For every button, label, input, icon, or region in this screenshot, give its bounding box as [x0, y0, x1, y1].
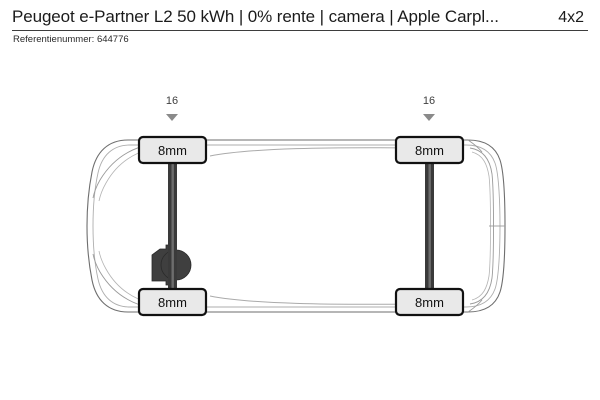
- tyre-badge-front-left[interactable]: 8mm: [137, 135, 208, 165]
- rear-axle-shaft-highlight: [428, 150, 431, 302]
- tyre-badge-rear-left-label: 8mm: [415, 143, 444, 158]
- drivetrain-badge: 4x2: [558, 9, 584, 26]
- bonnet-sweep-top-2: [98, 148, 151, 202]
- tyre-badge-front-left-label: 8mm: [158, 143, 187, 158]
- header-title-row: Peugeot e-Partner L2 50 kWh | 0% rente |…: [12, 7, 588, 28]
- tyre-badge-front-right-box[interactable]: [137, 287, 208, 317]
- page-title: Peugeot e-Partner L2 50 kWh | 0% rente |…: [12, 7, 499, 26]
- bonnet-sweep-top: [92, 143, 153, 199]
- rear-axle-rim-callout: 16: [423, 95, 435, 121]
- tyre-badge-rear-left-box[interactable]: [394, 135, 465, 165]
- front-axle-rim-callout: 16: [166, 95, 178, 121]
- front-axle-group: 16 8mm 8mm: [137, 95, 208, 317]
- vehicle-body-outline: [86, 139, 506, 313]
- vehicle-top-view-svg: 16 8mm 8mm 16: [86, 95, 506, 317]
- tyre-badge-front-right-label: 8mm: [158, 295, 187, 310]
- rear-axle-rim-size: 16: [423, 95, 435, 107]
- rear-axle-marker-triangle-down-icon: [423, 114, 435, 121]
- tyre-badge-rear-right[interactable]: 8mm: [394, 287, 465, 317]
- front-differential-block: [151, 148, 192, 304]
- tyre-badge-front-right[interactable]: 8mm: [137, 287, 208, 317]
- front-axle-marker-triangle-down-icon: [166, 114, 178, 121]
- header-divider: [12, 30, 588, 31]
- tyre-diagram-panel: 16 8mm 8mm 16: [0, 52, 600, 400]
- rear-corner-bevel-bottom: [467, 299, 483, 313]
- header: Peugeot e-Partner L2 50 kWh | 0% rente |…: [0, 0, 600, 52]
- tyre-badge-front-left-box[interactable]: [137, 135, 208, 165]
- rear-corner-bevel-top: [467, 139, 483, 153]
- tyre-badge-rear-right-box[interactable]: [394, 287, 465, 317]
- tyre-badge-rear-left[interactable]: 8mm: [394, 135, 465, 165]
- bonnet-sweep-bottom-2: [98, 250, 151, 304]
- rear-axle-group: 16 8mm 8mm: [394, 95, 465, 317]
- bonnet-sweep-bottom: [92, 253, 153, 309]
- reference-number: Referentienummer: 644776: [13, 34, 129, 45]
- vehicle-body-group: [86, 139, 506, 313]
- front-axle-rim-size: 16: [166, 95, 178, 107]
- tyre-badge-rear-right-label: 8mm: [415, 295, 444, 310]
